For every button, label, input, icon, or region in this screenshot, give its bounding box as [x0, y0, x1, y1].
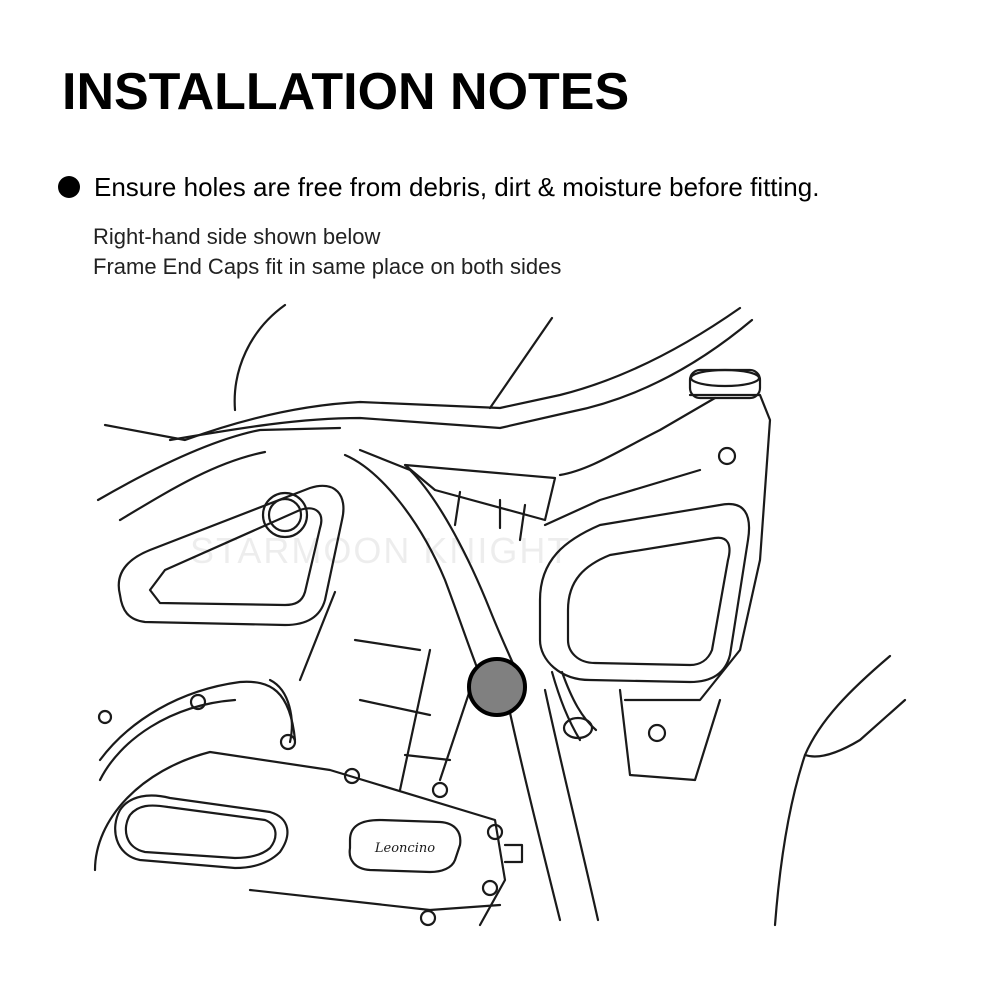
- lower-tube-right: [543, 688, 600, 922]
- shock-hose: [550, 670, 582, 742]
- bolt-7: [481, 879, 499, 897]
- rear-fender-line: [773, 753, 807, 927]
- right-frame-rail-lower: [543, 468, 702, 527]
- bolt-4: [343, 767, 361, 785]
- left-frame-downtube-inner: [118, 450, 267, 522]
- truss-bracket: [403, 463, 557, 522]
- note-right-hand-side: Right-hand side shown below: [93, 224, 381, 249]
- upper-frame-rail: [103, 306, 742, 442]
- frame-end-cap-highlight: [467, 657, 527, 717]
- bolt-3: [279, 733, 297, 751]
- inner-frame-line-5: [398, 648, 432, 792]
- clutch-cover: [93, 750, 507, 927]
- bolt-1: [97, 709, 113, 725]
- lower-tube-left: [503, 688, 562, 922]
- inner-frame-line-3: [358, 698, 432, 717]
- right-side-panel-inner: [566, 536, 731, 667]
- oil-tank-body: [623, 393, 772, 702]
- lower-right-bolt: [647, 723, 667, 743]
- inner-frame-line-2: [353, 638, 422, 652]
- subframe-tube-left: [343, 453, 480, 672]
- body-panel-edge: [488, 316, 554, 410]
- right-frame-rail: [558, 396, 717, 477]
- engine-lower-edge: [248, 888, 502, 912]
- engine-case-arc: [98, 698, 237, 782]
- left-frame-downtube: [96, 426, 342, 502]
- left-panel-boss-inner: [267, 497, 303, 533]
- filled-circle-bullet-icon: [58, 176, 80, 198]
- rear-fender-curve: [803, 654, 907, 758]
- bolt-5: [431, 781, 449, 799]
- truss-strut-1: [453, 490, 462, 527]
- inner-frame-line-4: [403, 753, 452, 762]
- truss-strut-3: [518, 503, 527, 542]
- left-panel-boss: [261, 491, 309, 539]
- seat-outline: [233, 303, 287, 412]
- oil-tank-bolt-top: [717, 446, 737, 466]
- brand-emblem-text: Leoncino: [374, 841, 435, 856]
- brand-emblem-plate: [348, 818, 462, 874]
- watermark: STARMOON KNIGHT: [190, 530, 572, 571]
- bolt-6: [486, 823, 504, 841]
- engine-slot-inner: [124, 804, 277, 860]
- bolt-8: [419, 909, 437, 927]
- hose-fitting: [562, 716, 594, 740]
- subframe-tube-right: [358, 448, 517, 670]
- page-title: INSTALLATION NOTES: [62, 63, 630, 121]
- inner-frame-line-1: [298, 590, 337, 682]
- upper-frame-rail-inner: [168, 318, 754, 442]
- lower-right-bracket: [618, 688, 722, 782]
- instruction-bullet: Ensure holes are free from debris, dirt …: [58, 174, 819, 200]
- right-side-panel: [538, 502, 751, 684]
- engine-case-outline: [98, 680, 297, 762]
- oil-tank-cap-top: [689, 368, 761, 388]
- bolt-2: [189, 693, 207, 711]
- motorcycle-frame-diagram: Leoncino: [93, 303, 907, 927]
- engine-slot-outer: [114, 794, 289, 870]
- instruction-text: Ensure holes are free from debris, dirt …: [94, 172, 820, 202]
- left-side-panel: [117, 484, 345, 627]
- note-frame-end-caps: Frame End Caps fit in same place on both…: [93, 254, 562, 279]
- inner-frame-line-6: [438, 688, 472, 782]
- engine-bracket-right: [503, 843, 524, 864]
